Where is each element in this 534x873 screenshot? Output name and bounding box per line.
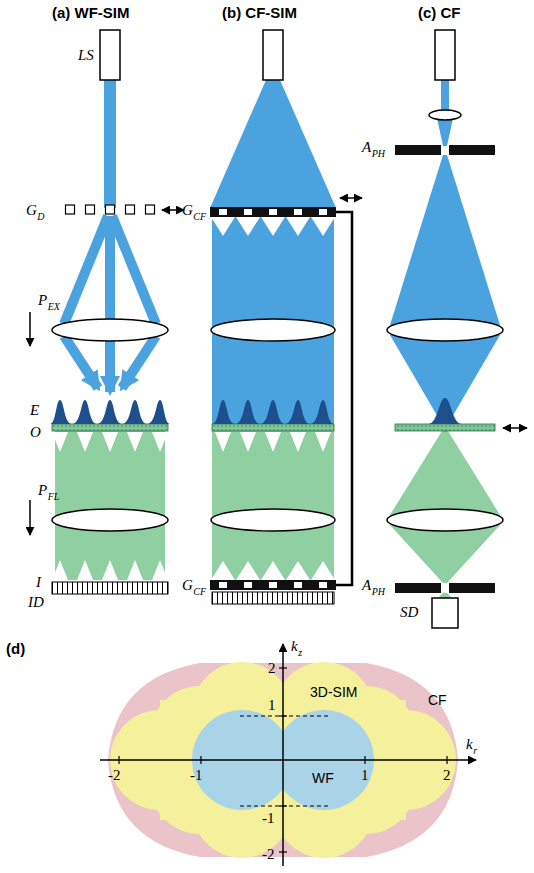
panel-title: (a) WF-SIM	[52, 4, 129, 21]
panel-title: (d)	[6, 640, 25, 657]
axis-label: k	[291, 638, 298, 655]
object-label: O	[30, 424, 41, 441]
region-label: CF	[428, 692, 447, 708]
label-subscript: PH	[372, 148, 385, 159]
tick-label: 1	[268, 697, 276, 714]
label-subscript: z	[298, 647, 302, 658]
panel-title: (c) CF	[418, 4, 461, 21]
single-detector-label: SD	[400, 604, 418, 621]
label-subscript: FL	[48, 491, 60, 502]
wf-sim-panel	[30, 30, 184, 594]
tick-label: -2	[262, 846, 275, 863]
region-label: 3D-SIM	[310, 684, 357, 700]
grating-label: G	[182, 577, 193, 594]
region-label: WF	[312, 770, 334, 786]
axis-label: k	[466, 736, 473, 753]
cf-sim-panel	[210, 30, 362, 604]
tick-label: -1	[190, 767, 203, 784]
label-subscript: CF	[193, 586, 206, 597]
label-subscript: EX	[48, 301, 60, 312]
tick-label: -2	[108, 767, 121, 784]
label-subscript: PH	[372, 586, 385, 597]
image-detector-label: ID	[28, 594, 44, 611]
panel-title: (b) CF-SIM	[222, 4, 297, 21]
label-subscript: D	[37, 211, 44, 222]
pinhole-label: A	[362, 577, 371, 594]
excitation-pattern-label: P	[38, 292, 47, 309]
tick-label: 2	[268, 660, 276, 677]
tick-label: 1	[361, 767, 369, 784]
grating-label: G	[182, 202, 193, 219]
label-subscript: CF	[193, 211, 206, 222]
excitation-label: E	[30, 402, 39, 419]
grating-label: G	[26, 202, 37, 219]
image-label: I	[36, 574, 41, 591]
light-source-label: LS	[78, 47, 94, 64]
tick-label: 2	[443, 767, 451, 784]
tick-label: -1	[262, 810, 275, 827]
otf-support-plot	[100, 644, 476, 866]
fluorescence-pattern-label: P	[38, 482, 47, 499]
pinhole-label: A	[362, 139, 371, 156]
label-subscript: r	[473, 745, 477, 756]
cf-panel	[387, 30, 527, 628]
